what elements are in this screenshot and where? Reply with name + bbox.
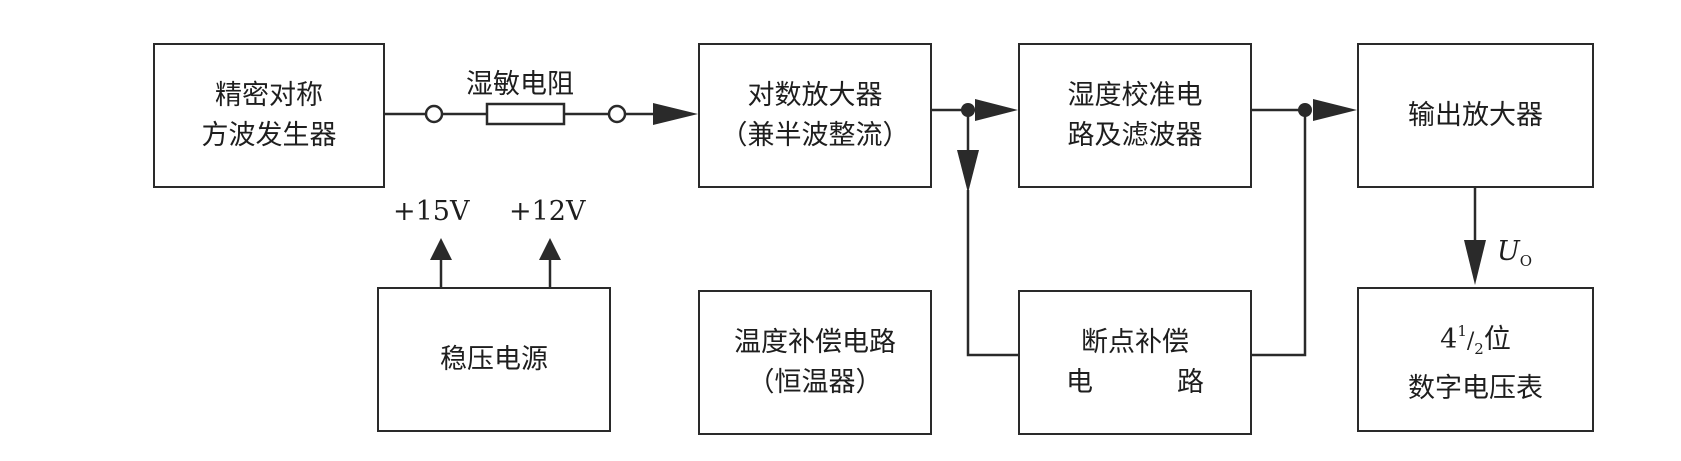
voltmeter-sup: 1	[1457, 321, 1467, 340]
output-subscript: O	[1519, 252, 1533, 270]
arrow-junction-down	[957, 150, 979, 193]
voltmeter-line1: 41/2位	[1440, 311, 1511, 369]
generator-line2: 方波发生器	[201, 119, 337, 151]
arrow-15v	[430, 238, 452, 260]
wire-to-breakpoint-left	[966, 190, 1020, 357]
output-symbol: U	[1497, 236, 1520, 267]
output-amp-line1: 输出放大器	[1408, 99, 1543, 131]
arrow-to-output-amp	[1313, 99, 1357, 121]
log-amp-line2: （兼半波整流）	[720, 119, 910, 151]
humidity-cal-line2: 路及滤波器	[1067, 119, 1203, 151]
voltmeter-slash: /	[1466, 328, 1475, 354]
voltmeter-sub: 2	[1474, 339, 1484, 358]
sensor-terminal-left	[424, 104, 444, 124]
voltmeter-line2: 数字电压表	[1408, 372, 1543, 404]
generator-line1: 精密对称	[215, 79, 323, 111]
sensor-terminal-right	[607, 104, 627, 124]
voltage-12v-label: +12V	[509, 196, 586, 227]
voltmeter-tail: 位	[1483, 323, 1511, 355]
regulated-power-supply-block: 稳压电源	[377, 287, 611, 432]
wire-breakpoint-right	[1250, 110, 1307, 357]
breakpoint-line2: 电路	[1066, 363, 1204, 403]
digital-voltmeter-block: 41/2位 数字电压表	[1357, 287, 1594, 432]
output-amplifier-block: 输出放大器	[1357, 43, 1594, 188]
arrow-to-log-amp	[653, 103, 698, 125]
arrow-to-humidity-cal	[975, 99, 1018, 121]
sensor-resistor-symbol	[485, 102, 566, 126]
output-voltage-label: UO	[1497, 236, 1532, 270]
power-line1: 稳压电源	[440, 343, 548, 375]
voltmeter-digit: 4	[1440, 323, 1458, 355]
temperature-compensation-block: 温度补偿电路 （恒温器）	[698, 290, 932, 435]
arrow-to-voltmeter	[1464, 240, 1486, 285]
temp-comp-line1: 温度补偿电路	[734, 326, 896, 358]
square-wave-generator-block: 精密对称 方波发生器	[153, 43, 385, 188]
arrow-12v	[539, 238, 561, 260]
voltage-15v-label: +15V	[393, 196, 470, 227]
breakpoint-line2-a: 电	[1066, 366, 1093, 398]
log-amplifier-block: 对数放大器 （兼半波整流）	[698, 43, 932, 188]
humidity-calibration-block: 湿度校准电 路及滤波器	[1018, 43, 1252, 188]
humidity-cal-line1: 湿度校准电	[1067, 79, 1203, 111]
sensor-label: 湿敏电阻	[466, 69, 574, 100]
temp-comp-line2: （恒温器）	[747, 366, 883, 398]
breakpoint-line1: 断点补偿	[1081, 326, 1189, 358]
breakpoint-line2-b: 路	[1177, 366, 1204, 398]
log-amp-line1: 对数放大器	[747, 79, 883, 111]
breakpoint-compensation-block: 断点补偿 电路	[1018, 290, 1252, 435]
